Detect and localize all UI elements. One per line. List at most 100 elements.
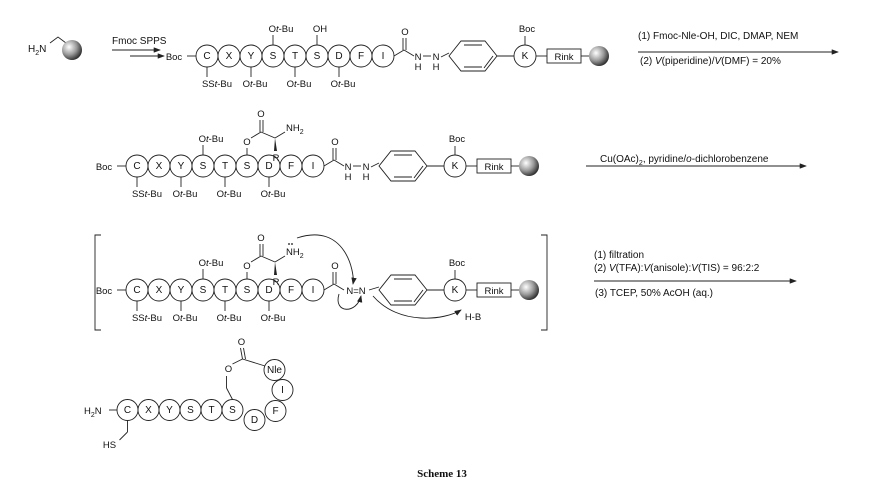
product-n-terminus: H2N xyxy=(84,406,102,419)
residue-label: X xyxy=(156,161,163,172)
ester-oxygen: O xyxy=(243,261,250,272)
residue-i: I xyxy=(301,278,325,302)
hydrazide-n1: N xyxy=(415,52,422,63)
asp-protecting-group: Ot-Bu xyxy=(261,189,286,200)
ser-hydroxyl: OH xyxy=(313,24,327,35)
electron-push-arrow xyxy=(337,293,363,310)
residue-s: S xyxy=(235,154,259,178)
stereo-wedge xyxy=(274,262,277,275)
carbonyl-oxygen: O xyxy=(401,27,408,38)
ser-protecting-group: Ot-Bu xyxy=(269,24,294,35)
carbonyl-bond xyxy=(393,49,405,57)
thr-protecting-group: Ot-Bu xyxy=(287,79,312,90)
amine-nh2: NH2 xyxy=(286,247,304,260)
n-terminal-boc: Boc xyxy=(96,286,113,297)
carbonyl-oxygen: O xyxy=(331,261,338,272)
cys-protecting-group: SSt-Bu xyxy=(132,189,162,200)
residue-f: F xyxy=(264,400,287,422)
asp-protecting-group: Ot-Bu xyxy=(331,79,356,90)
residue-c: C xyxy=(125,154,149,178)
residue-t: T xyxy=(283,44,307,68)
residue-label: D xyxy=(251,415,258,426)
residue-s: S xyxy=(221,399,244,421)
residue-label: C xyxy=(203,51,210,62)
tyr-protecting-group: Ot-Bu xyxy=(243,79,268,90)
residue-label: S xyxy=(244,161,251,172)
asp-protecting-group: Ot-Bu xyxy=(261,313,286,324)
hydrazide-h2: H xyxy=(363,172,370,183)
residue-s: S xyxy=(261,44,285,68)
residue-label: Y xyxy=(166,405,173,416)
residue-circle xyxy=(271,379,294,401)
residue-label: T xyxy=(292,51,298,62)
hydrazide-n2: N xyxy=(433,52,440,63)
carbonyl-bond xyxy=(323,159,335,167)
thiol-hs: HS xyxy=(103,440,116,451)
residue-label: S xyxy=(270,51,277,62)
residue-label: X xyxy=(156,285,163,296)
rink-label: Rink xyxy=(484,162,503,173)
step-3-line-2: (2) V(TFA):V(anisole):V(TIS) = 96:2:2 xyxy=(594,263,760,274)
ser-ch2-bond xyxy=(226,387,233,400)
bond xyxy=(250,131,262,139)
lys-boc: Boc xyxy=(449,258,466,269)
bond xyxy=(242,358,266,367)
benzene-ring xyxy=(448,40,498,72)
residue-label: I xyxy=(312,161,315,172)
residue-s: S xyxy=(191,154,215,178)
residue-label: Y xyxy=(248,51,255,62)
aromatic-bond xyxy=(483,55,494,69)
residue-y: Y xyxy=(158,399,181,421)
bond xyxy=(232,358,243,365)
bond xyxy=(274,131,286,139)
residue-k: K xyxy=(513,44,537,68)
lone-pair-dot xyxy=(291,243,293,245)
step-3-conditions: (1) filtration (2) V(TFA):V(anisole):V(T… xyxy=(594,250,797,299)
bond xyxy=(250,255,262,263)
residue-label: F xyxy=(272,406,278,417)
residue-label: F xyxy=(358,51,364,62)
bond xyxy=(370,162,380,168)
hydrazide-h2: H xyxy=(433,62,440,73)
residue-i: I xyxy=(371,44,395,68)
residue-d: D xyxy=(243,409,266,431)
thr-protecting-group: Ot-Bu xyxy=(217,189,242,200)
residue-circle xyxy=(264,400,287,422)
residue-label: S xyxy=(314,51,321,62)
product-ester-oxygen: O xyxy=(225,364,232,375)
residue-label: C xyxy=(133,285,140,296)
residue-label: K xyxy=(452,161,459,172)
residue-label: S xyxy=(200,285,207,296)
residue-label: C xyxy=(133,161,140,172)
residue-t: T xyxy=(200,399,223,421)
cys-sidechain-bond xyxy=(119,431,128,441)
residue-label: X xyxy=(145,405,152,416)
residue-f: F xyxy=(279,154,303,178)
amine-label: H2N xyxy=(28,44,46,57)
spps-arrow: Fmoc SPPS xyxy=(112,36,167,59)
step-3-line-1: (1) filtration xyxy=(594,250,644,261)
residue-label: T xyxy=(208,405,214,416)
hydrazide-h1: H xyxy=(345,172,352,183)
step-2-conditions: Cu(OAc)2, pyridine/o-dichlorobenzene xyxy=(586,154,807,169)
stereo-wedge xyxy=(274,138,277,151)
aromatic-bond xyxy=(413,165,424,179)
n-terminal-boc: Boc xyxy=(96,162,113,173)
scheme-caption: Scheme 13 xyxy=(417,468,467,480)
product-carbonyl-oxygen: O xyxy=(238,337,245,348)
amine-nh2: NH2 xyxy=(286,123,304,136)
rink-label: Rink xyxy=(484,286,503,297)
ser-protecting-group: Ot-Bu xyxy=(199,134,224,145)
residue-c: C xyxy=(116,399,139,421)
residue-x: X xyxy=(147,154,171,178)
residue-label: I xyxy=(312,285,315,296)
bond xyxy=(333,159,345,167)
bond xyxy=(274,255,286,263)
ester-oxygen: O xyxy=(243,137,250,148)
residue-d: D xyxy=(327,44,351,68)
resin-bead-icon xyxy=(62,40,82,60)
residue-label: T xyxy=(222,161,228,172)
residue-circle xyxy=(243,409,266,431)
cys-protecting-group: SSt-Bu xyxy=(132,313,162,324)
